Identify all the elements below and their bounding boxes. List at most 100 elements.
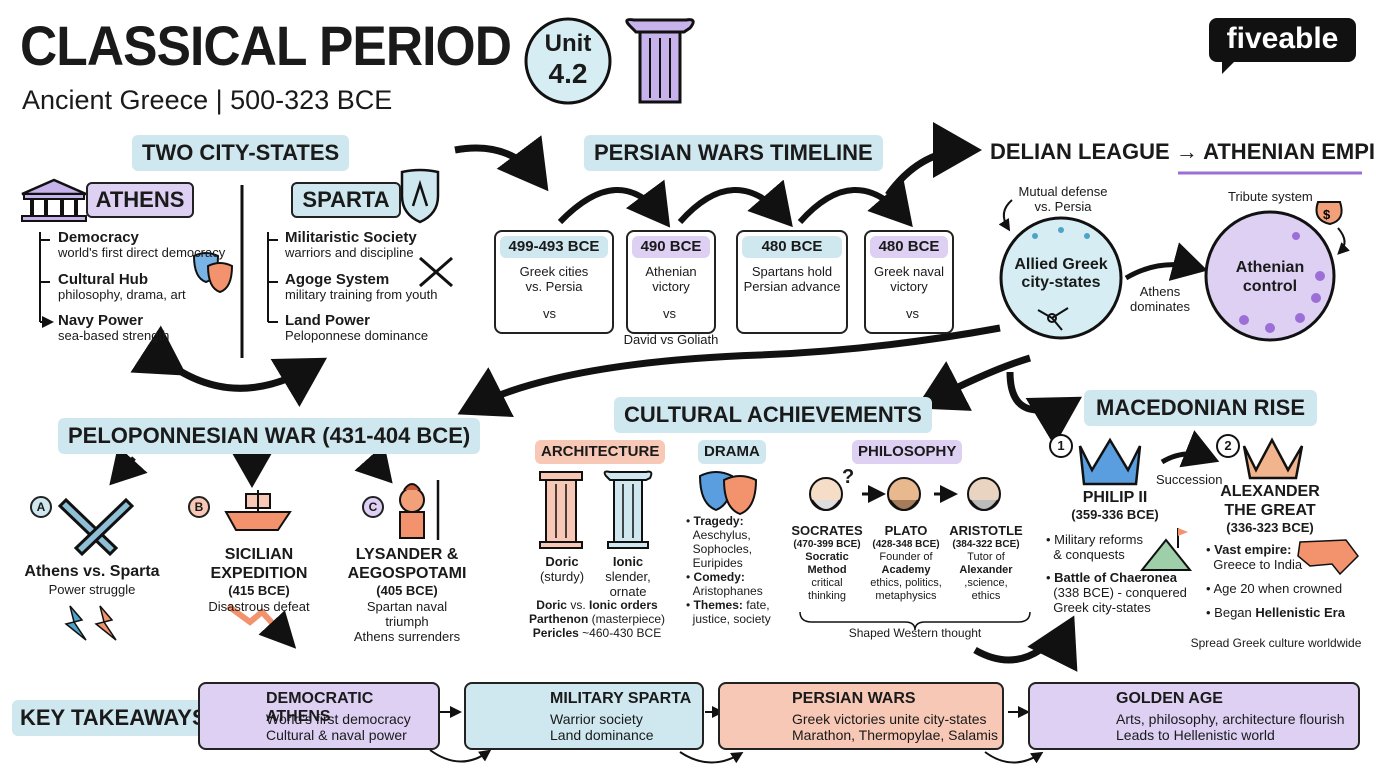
brand-tail [1222,58,1238,74]
arrow-to-macedon [1006,371,1083,447]
lightning-icon [64,605,117,641]
david-goliath-caption: David vs Goliath [623,332,719,347]
philip-bullets: • Military reforms & conquests • Battle … [1046,532,1187,615]
architecture-label: ARCHITECTURE [535,440,666,464]
event-date: 490 BCE [632,236,710,258]
arrow-two-states [130,325,328,408]
event-date: 480 BCE [870,236,948,258]
doric-text: Doric(sturdy) [539,554,585,584]
crown-blue-icon [1078,437,1142,486]
philosophy-label: PHILOSOPHY [852,440,963,464]
drama-label: DRAMA [698,440,766,464]
pelo-title: PELOPONNESIAN WAR (431-404 BCE) [58,418,481,454]
takeaways-label: KEY TAKEAWAYS [12,700,215,736]
tribute-text: Tribute system [1228,189,1313,204]
takeaway-golden-age[interactable]: GOLDEN AGE Arts, philosophy, architectur… [1028,682,1360,750]
money-bag-icon: $ [1315,201,1343,226]
drama-notes: • Tragedy: Aeschylus, Sophocles, Euripid… [686,514,771,626]
allied-circle [999,216,1123,340]
event-date: 480 BCE [742,236,842,258]
letter-c: C [362,496,384,518]
letter-a: A [30,496,52,518]
culture-title: CULTURAL ACHIEVEMENTS [614,397,932,433]
step-1: 1 [1057,438,1065,453]
spread-text: Spread Greek culture worldwide [1190,636,1362,650]
socrates-icon [809,477,843,511]
delian-title: DELIAN LEAGUE → ATHENIAN EMPIRE [990,139,1376,164]
macedon-title: MACEDONIAN RISE [1084,390,1318,426]
unit-number: 4.2 [548,58,588,89]
drama-masks-icon [192,252,234,294]
ionic-column-icon [625,18,695,104]
two-states-title: TWO CITY-STATES [132,135,350,171]
pelo-b: SICILIAN EXPEDITION (415 BCE) Disastrous… [208,546,310,614]
ionic-column-small-icon [603,470,653,549]
takeaway-democratic[interactable]: DEMOCRATIC ATHENS World's first democrac… [198,682,440,750]
page-title: CLASSICAL PERIOD [20,14,512,77]
pelo-c: LYSANDER &AEGOSPOTAMI (405 BCE) Spartan … [347,546,467,644]
vs-label: vs [543,306,556,321]
doric-column-icon [539,471,583,549]
philip-title: PHILIP II (359-336 BCE) [1071,489,1159,522]
vs-label: vs [663,306,676,321]
letter-b: B [188,496,210,518]
sparta-label: SPARTA [291,182,401,218]
question-mark: ? [842,466,855,488]
down-trend-icon [226,603,297,649]
sparta-shield-icon [400,168,440,224]
athens-label: ATHENS [86,182,194,218]
step-2: 2 [1224,438,1232,453]
unit-label: Unit [544,30,592,57]
drama-masks-big-icon [698,471,758,516]
crown-gold-icon [1242,437,1304,480]
shaped-western-text: Shaped Western thought [848,626,982,640]
sinking-ship-icon [224,490,292,531]
svg-text:$: $ [1323,207,1331,222]
takeaway-persian[interactable]: PERSIAN WARS Greek victories unite city-… [718,682,1004,750]
arrow-culture-to-macedon [973,615,1078,672]
mountain-flag-icon [1139,528,1193,571]
arrow-to-culture [915,354,1032,411]
plato-icon [887,477,921,511]
temple-icon [21,178,87,222]
aristotle-icon [967,477,1001,511]
brand-logo[interactable]: fiveable [1209,18,1356,62]
unit-badge-circle [524,17,612,105]
arrow-to-delian [885,122,982,198]
pelo-a: Athens vs. Sparta Power struggle [24,563,160,597]
crossed-swords-icon [419,256,453,288]
map-icon [1297,539,1359,576]
page-subtitle: Ancient Greece | 500-323 BCE [22,85,393,115]
spartan-warrior-icon [399,480,440,540]
alexander-bullets: • Vast empire: Greece to India • Age 20 … [1206,542,1345,620]
vs-label: vs [906,306,919,321]
event-date: 499-493 BCE [500,236,608,258]
arrow-to-persian [454,135,549,192]
arrow-to-pelo [457,324,1001,418]
crossed-swords-big-icon [57,497,135,557]
